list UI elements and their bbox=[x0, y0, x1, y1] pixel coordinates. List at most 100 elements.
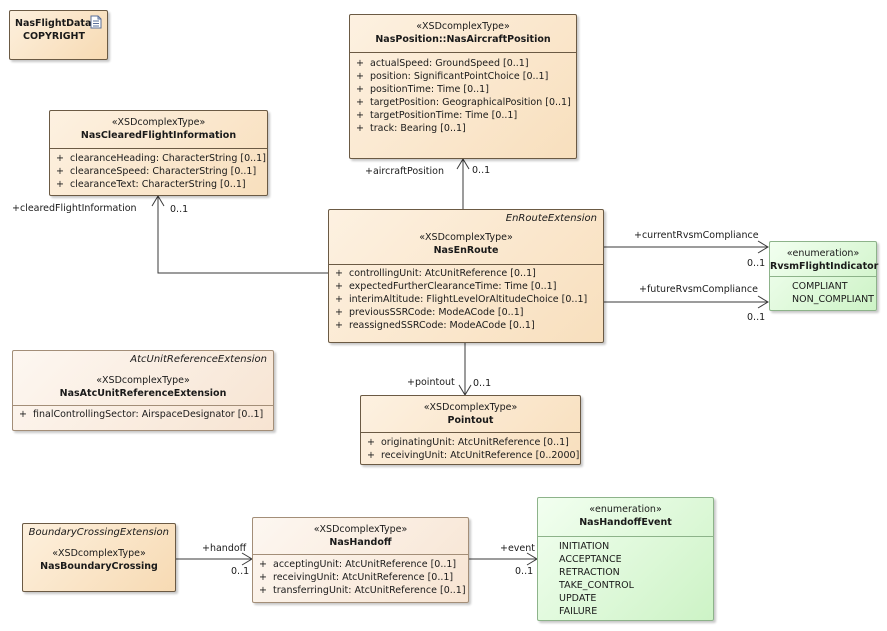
attribute-text: finalControllingSector: AirspaceDesignat… bbox=[33, 409, 264, 420]
class-name: NasHandoff bbox=[329, 537, 392, 548]
aircraft-position-arrowhead bbox=[456, 158, 470, 170]
attribute-text: previousSSRCode: ModeACode [0..1] bbox=[349, 307, 524, 318]
attribute-row: +actualSpeed: GroundSpeed [0..1] bbox=[356, 58, 529, 69]
current-rvsm-role-label: +currentRvsmCompliance bbox=[634, 230, 759, 241]
attribute-text: targetPosition: GeographicalPosition [0.… bbox=[370, 97, 571, 108]
literal-row: RETRACTION bbox=[538, 566, 713, 579]
class-nas-atc-unit-reference-extension[interactable]: AtcUnitReferenceExtension «XSDcomplexTyp… bbox=[12, 350, 274, 431]
class-name: RvsmFlightIndicator bbox=[770, 261, 879, 272]
literal-list: COMPLIANT NON_COMPLIANT bbox=[770, 280, 876, 306]
attribute-list: +acceptingUnit: AtcUnitReference [0..1] … bbox=[253, 558, 468, 597]
literal-text: RETRACTION bbox=[559, 567, 620, 578]
cleared-flight-information-arrowhead bbox=[151, 195, 165, 207]
attribute-text: controllingUnit: AtcUnitReference [0..1] bbox=[349, 268, 536, 279]
future-rvsm-arrowhead bbox=[757, 295, 769, 309]
copyright-note[interactable]: NasFlightData:: COPYRIGHT bbox=[9, 10, 108, 60]
attribute-row: +transferringUnit: AtcUnitReference [0..… bbox=[259, 585, 466, 596]
copyright-title: COPYRIGHT bbox=[23, 31, 85, 42]
attribute-row: +expectedFurtherClearanceTime: Time [0..… bbox=[335, 281, 557, 292]
compartment-divider bbox=[329, 264, 603, 265]
attribute-text: reassignedSSRCode: ModeACode [0..1] bbox=[349, 320, 535, 331]
attribute-row: +clearanceText: CharacterString [0..1] bbox=[56, 179, 246, 190]
enumeration-rvsm-flight-indicator[interactable]: «enumeration» RvsmFlightIndicator COMPLI… bbox=[769, 241, 879, 311]
attribute-list: +controllingUnit: AtcUnitReference [0..1… bbox=[329, 267, 603, 332]
attribute-row: +finalControllingSector: AirspaceDesigna… bbox=[19, 409, 264, 420]
attribute-list: +clearanceHeading: CharacterString [0..1… bbox=[50, 152, 267, 191]
attribute-list: +finalControllingSector: AirspaceDesigna… bbox=[13, 408, 273, 421]
literal-text: UPDATE bbox=[559, 593, 597, 604]
class-pointout[interactable]: «XSDcomplexType» Pointout +originatingUn… bbox=[360, 395, 581, 465]
attribute-text: transferringUnit: AtcUnitReference [0..1… bbox=[273, 585, 466, 596]
literal-row: UPDATE bbox=[538, 592, 713, 605]
class-nas-handoff[interactable]: «XSDcomplexType» NasHandoff +acceptingUn… bbox=[252, 517, 469, 603]
pointout-role-label: +pointout bbox=[407, 377, 455, 388]
literal-row: FAILURE bbox=[538, 605, 713, 618]
attribute-text: positionTime: Time [0..1] bbox=[370, 84, 489, 95]
attribute-row: +reassignedSSRCode: ModeACode [0..1] bbox=[335, 320, 535, 331]
cleared-flight-information-multiplicity: 0..1 bbox=[170, 204, 189, 215]
attribute-row: +originatingUnit: AtcUnitReference [0..1… bbox=[367, 437, 569, 448]
attribute-row: +controllingUnit: AtcUnitReference [0..1… bbox=[335, 268, 536, 279]
copyright-package: NasFlightData:: bbox=[15, 18, 99, 29]
attribute-text: expectedFurtherClearanceTime: Time [0..1… bbox=[349, 281, 557, 292]
literal-row: COMPLIANT bbox=[770, 280, 876, 293]
attribute-list: +originatingUnit: AtcUnitReference [0..1… bbox=[361, 436, 580, 462]
aircraft-position-role-label: +aircraftPosition bbox=[365, 166, 444, 177]
compartment-divider bbox=[770, 276, 876, 277]
class-name: NasEnRoute bbox=[433, 245, 499, 256]
event-multiplicity: 0..1 bbox=[515, 566, 534, 577]
attribute-row: +receivingUnit: AtcUnitReference [0..200… bbox=[367, 450, 580, 461]
literal-list: INITIATION ACCEPTANCE RETRACTION TAKE_CO… bbox=[538, 540, 713, 618]
attribute-list: +actualSpeed: GroundSpeed [0..1] +positi… bbox=[350, 57, 576, 135]
attribute-row: +targetPositionTime: Time [0..1] bbox=[356, 110, 518, 121]
attribute-row: +clearanceHeading: CharacterString [0..1… bbox=[56, 153, 266, 164]
class-nas-boundary-crossing[interactable]: BoundaryCrossingExtension «XSDcomplexTyp… bbox=[22, 523, 176, 592]
aircraft-position-multiplicity: 0..1 bbox=[472, 165, 491, 176]
attribute-text: originatingUnit: AtcUnitReference [0..1] bbox=[381, 437, 569, 448]
stereotype-label: «XSDcomplexType» bbox=[416, 21, 510, 32]
attribute-text: clearanceText: CharacterString [0..1] bbox=[70, 179, 246, 190]
document-icon bbox=[90, 15, 102, 29]
cleared-flight-information-association-line bbox=[157, 196, 328, 274]
stereotype-label: «enumeration» bbox=[786, 248, 860, 259]
attribute-row: +previousSSRCode: ModeACode [0..1] bbox=[335, 307, 524, 318]
event-role-label: +event bbox=[500, 543, 536, 554]
class-name: NasPosition::NasAircraftPosition bbox=[375, 34, 551, 45]
literal-row: INITIATION bbox=[538, 540, 713, 553]
enumeration-nas-handoff-event[interactable]: «enumeration» NasHandoffEvent INITIATION… bbox=[537, 497, 714, 621]
attribute-row: +track: Bearing [0..1] bbox=[356, 123, 466, 134]
attribute-row: +targetPosition: GeographicalPosition [0… bbox=[356, 97, 571, 108]
handoff-role-label: +handoff bbox=[202, 543, 247, 554]
stereotype-label: «XSDcomplexType» bbox=[52, 548, 146, 559]
compartment-divider bbox=[13, 405, 273, 406]
compartment-divider bbox=[538, 536, 713, 537]
attribute-text: clearanceHeading: CharacterString [0..1] bbox=[70, 153, 266, 164]
current-rvsm-multiplicity: 0..1 bbox=[747, 258, 766, 269]
attribute-text: position: SignificantPointChoice [0..1] bbox=[370, 71, 549, 82]
compartment-divider bbox=[350, 52, 576, 53]
class-name: NasBoundaryCrossing bbox=[40, 561, 158, 572]
compartment-divider bbox=[361, 432, 580, 433]
stereotype-label: «XSDcomplexType» bbox=[423, 402, 518, 413]
class-nas-en-route[interactable]: EnRouteExtension «XSDcomplexType» NasEnR… bbox=[328, 209, 604, 343]
attribute-text: receivingUnit: AtcUnitReference [0..2000… bbox=[381, 450, 580, 461]
stereotype-label: «XSDcomplexType» bbox=[111, 117, 206, 128]
future-rvsm-multiplicity: 0..1 bbox=[747, 312, 766, 323]
extension-label: BoundaryCrossingExtension bbox=[28, 527, 169, 538]
literal-text: ACCEPTANCE bbox=[559, 554, 622, 565]
class-name: NasHandoffEvent bbox=[579, 517, 672, 528]
compartment-divider bbox=[253, 554, 468, 555]
literal-text: COMPLIANT bbox=[792, 281, 848, 292]
attribute-row: +positionTime: Time [0..1] bbox=[356, 84, 489, 95]
attribute-text: interimAltitude: FlightLevelOrAltitudeCh… bbox=[349, 294, 588, 305]
attribute-text: clearanceSpeed: CharacterString [0..1] bbox=[70, 166, 257, 177]
future-rvsm-role-label: +futureRvsmCompliance bbox=[639, 284, 758, 295]
attribute-row: +position: SignificantPointChoice [0..1] bbox=[356, 71, 549, 82]
extension-label: EnRouteExtension bbox=[505, 213, 597, 224]
class-nas-aircraft-position[interactable]: «XSDcomplexType» NasPosition::NasAircraf… bbox=[349, 14, 577, 159]
class-nas-cleared-flight-information[interactable]: «XSDcomplexType» NasClearedFlightInforma… bbox=[49, 110, 268, 196]
stereotype-label: «XSDcomplexType» bbox=[96, 375, 190, 386]
attribute-text: actualSpeed: GroundSpeed [0..1] bbox=[370, 58, 529, 69]
cleared-flight-information-role-label: +clearedFlightInformation bbox=[12, 203, 137, 214]
class-name: Pointout bbox=[447, 415, 494, 426]
